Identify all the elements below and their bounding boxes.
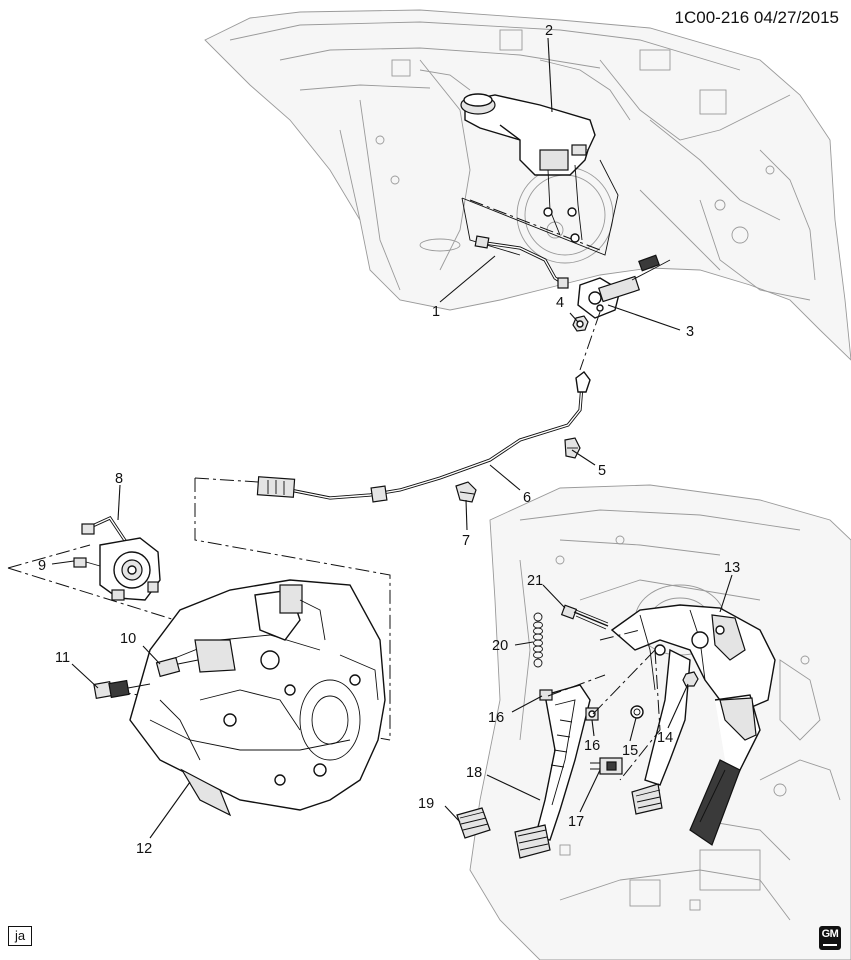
- pivot-bolt: [560, 604, 609, 630]
- callout-9: 9: [38, 558, 46, 574]
- clutch-position-sensor: [590, 757, 623, 775]
- leader-lines: [51, 37, 733, 839]
- callout-5: 5: [598, 463, 606, 479]
- clutch-actuator-pipe: [256, 371, 591, 503]
- clutch-pedal: [534, 684, 591, 841]
- callout-3: 3: [686, 324, 694, 340]
- callout-21: 21: [527, 573, 543, 589]
- pedal-assembly-guides: [547, 629, 661, 781]
- callout-11: 11: [55, 650, 70, 666]
- transmission: [129, 579, 386, 817]
- callout-labels: 2 1 4 3 5 6 7 8 9 10 11 12 13 14 15 16 1…: [38, 23, 740, 857]
- sheet-tag: ja: [8, 926, 32, 946]
- gm-logo-bar: [823, 944, 837, 946]
- callout-4: 4: [556, 295, 564, 311]
- clutch-master-cylinder: [577, 254, 671, 319]
- pipe-clip-lower: [455, 481, 477, 503]
- cylinder-guide-line: [579, 311, 601, 371]
- pedal-pad-loose: [456, 807, 491, 839]
- backup-lamp-switch: [93, 679, 151, 699]
- callout-7: 7: [462, 533, 470, 549]
- gm-logo-text: GM: [821, 928, 839, 940]
- callout-6: 6: [523, 490, 531, 506]
- pedal-bushing-right: [585, 707, 599, 721]
- callout-17: 17: [568, 814, 584, 830]
- gm-logo: GM: [819, 926, 841, 950]
- fluid-reservoir: [460, 93, 596, 241]
- fitting-10: [155, 656, 199, 678]
- callout-10: 10: [120, 631, 136, 647]
- bracket-nut: [682, 671, 699, 687]
- callout-20: 20: [492, 638, 508, 654]
- callout-12: 12: [136, 841, 152, 857]
- pipe-clip-upper: [564, 437, 581, 459]
- callout-19: 19: [418, 796, 434, 812]
- callout-15: 15: [622, 743, 638, 759]
- accelerator-pedal: [689, 694, 761, 846]
- clutch-slave-cylinder: [99, 537, 161, 601]
- pedal-pad-installed: [514, 824, 551, 859]
- callout-8: 8: [115, 471, 123, 487]
- reservoir-assembly-guide: [461, 159, 619, 256]
- callout-14: 14: [657, 730, 673, 746]
- nut: [572, 315, 589, 332]
- callout-13: 13: [724, 560, 740, 576]
- bleeder-screw: [73, 557, 101, 568]
- callout-1: 1: [432, 304, 440, 320]
- callout-16-right: 16: [584, 738, 600, 754]
- document-id: 1C00-216 04/27/2015: [674, 8, 839, 27]
- slave-cylinder-line: [81, 515, 130, 547]
- reservoir-hose: [474, 235, 569, 289]
- assist-spring: [533, 612, 543, 668]
- callout-18: 18: [466, 765, 482, 781]
- callout-2: 2: [545, 23, 553, 39]
- pedal-bracket: [610, 604, 776, 711]
- callout-16-left: 16: [488, 710, 504, 726]
- retainer: [630, 705, 644, 719]
